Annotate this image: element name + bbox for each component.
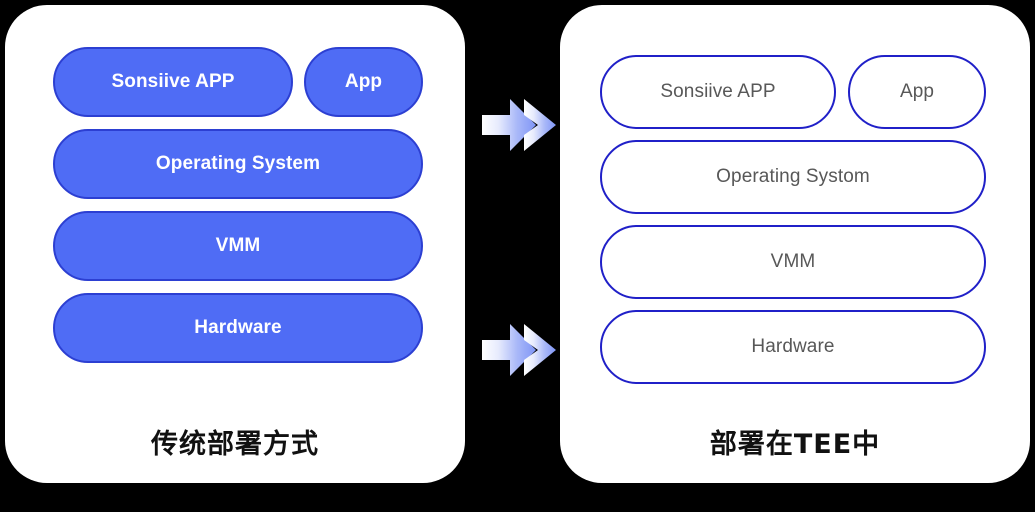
box-app[interactable]: App xyxy=(304,47,423,117)
stack-row-applications: Sonsiive APP App xyxy=(600,55,986,129)
stack-traditional: Sonsiive APP App Operating System VMM Ha… xyxy=(53,47,423,363)
stack-row-operating-system: Operating Systom xyxy=(600,140,986,214)
stack-row-applications: Sonsiive APP App xyxy=(53,47,423,117)
panel-tee-deployment: Sonsiive APP App Operating Systom VMM Ha… xyxy=(560,5,1030,483)
double-chevron-right-icon xyxy=(480,320,558,380)
stack-row-hardware: Hardware xyxy=(53,293,423,363)
double-chevron-right-icon xyxy=(480,95,558,155)
stack-row-operating-system: Operating System xyxy=(53,129,423,199)
box-operating-system[interactable]: Operating Systom xyxy=(600,140,986,214)
box-app[interactable]: App xyxy=(848,55,986,129)
box-hardware[interactable]: Hardware xyxy=(600,310,986,384)
box-operating-system[interactable]: Operating System xyxy=(53,129,423,199)
panel-caption-tee: 部署在TEE中 xyxy=(709,429,881,460)
stack-tee: Sonsiive APP App Operating Systom VMM Ha… xyxy=(600,55,986,384)
box-sonsiive-app[interactable]: Sonsiive APP xyxy=(600,55,836,129)
box-vmm[interactable]: VMM xyxy=(600,225,986,299)
box-sonsiive-app[interactable]: Sonsiive APP xyxy=(53,47,293,117)
stack-row-vmm: VMM xyxy=(600,225,986,299)
box-hardware[interactable]: Hardware xyxy=(53,293,423,363)
stack-row-hardware: Hardware xyxy=(600,310,986,384)
panel-caption-traditional: 传统部署方式 xyxy=(151,429,319,460)
box-vmm[interactable]: VMM xyxy=(53,211,423,281)
panel-traditional-deployment: Sonsiive APP App Operating System VMM Ha… xyxy=(5,5,465,483)
stack-row-vmm: VMM xyxy=(53,211,423,281)
